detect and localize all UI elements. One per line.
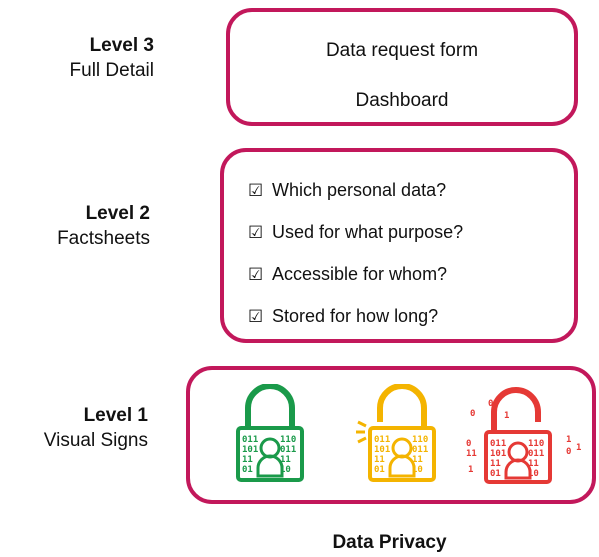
data-request-form-item: Data request form bbox=[325, 40, 479, 61]
level-3-name: Full Detail bbox=[69, 59, 154, 81]
level-2-label: Level 2 Factsheets bbox=[57, 202, 150, 251]
svg-text:110: 110 bbox=[528, 439, 544, 449]
svg-text:1: 1 bbox=[566, 435, 571, 445]
svg-text:01: 01 bbox=[374, 465, 385, 475]
svg-text:110: 110 bbox=[412, 435, 428, 445]
checklist-item-label: Used for what purpose? bbox=[272, 222, 464, 242]
svg-text:11: 11 bbox=[374, 455, 385, 465]
checkbox-checked-icon: ☑ bbox=[248, 265, 264, 285]
checklist-item: ☑ Accessible for whom? bbox=[248, 264, 447, 285]
checkbox-checked-icon: ☑ bbox=[248, 223, 264, 243]
svg-text:101: 101 bbox=[490, 449, 506, 459]
svg-text:011: 011 bbox=[280, 445, 296, 455]
svg-text:0: 0 bbox=[470, 409, 475, 419]
checklist-item: ☑ Which personal data? bbox=[248, 180, 446, 201]
svg-text:01: 01 bbox=[242, 465, 253, 475]
svg-text:011: 011 bbox=[412, 445, 428, 455]
svg-text:01: 01 bbox=[490, 469, 501, 479]
level-1-name: Visual Signs bbox=[43, 429, 148, 451]
svg-text:011: 011 bbox=[374, 435, 390, 445]
level-3-box: Data request form Dashboard bbox=[226, 8, 578, 126]
level-2-number: Level 2 bbox=[85, 203, 150, 224]
svg-text:11: 11 bbox=[280, 455, 291, 465]
svg-text:10: 10 bbox=[528, 469, 539, 479]
level-3-number: Level 3 bbox=[89, 35, 154, 56]
checkbox-checked-icon: ☑ bbox=[248, 181, 264, 201]
svg-text:101: 101 bbox=[242, 445, 258, 455]
svg-text:101: 101 bbox=[374, 445, 390, 455]
checkbox-checked-icon: ☑ bbox=[248, 307, 264, 327]
diagram-title: Data Privacy bbox=[332, 532, 447, 553]
open-padlock-icon: 0 0 1 0 11 1 1 1 0 011 101 11 01 110 011… bbox=[466, 387, 581, 484]
level-3-label: Level 3 Full Detail bbox=[70, 34, 154, 83]
svg-text:11: 11 bbox=[412, 455, 423, 465]
level-2-name: Factsheets bbox=[57, 227, 150, 249]
svg-text:0: 0 bbox=[488, 399, 493, 409]
checklist-item-label: Which personal data? bbox=[272, 180, 447, 200]
svg-text:0: 0 bbox=[566, 447, 571, 457]
checklist-item-label: Accessible for whom? bbox=[272, 264, 448, 284]
level-2-box: ☑ Which personal data? ☑ Used for what pur… bbox=[220, 148, 578, 343]
svg-text:1: 1 bbox=[504, 411, 509, 421]
level-1-box: 011 101 11 01 110 011 11 10 011 101 11 0… bbox=[186, 366, 596, 504]
svg-text:110: 110 bbox=[280, 435, 296, 445]
svg-text:11: 11 bbox=[490, 459, 501, 469]
svg-text:11: 11 bbox=[466, 449, 477, 459]
level-1-label: Level 1 Visual Signs bbox=[44, 404, 148, 453]
svg-text:011: 011 bbox=[528, 449, 544, 459]
svg-text:1: 1 bbox=[576, 443, 581, 453]
checklist-item: ☑ Stored for how long? bbox=[248, 306, 438, 327]
level-1-number: Level 1 bbox=[83, 405, 148, 426]
svg-text:011: 011 bbox=[490, 439, 506, 449]
svg-text:1: 1 bbox=[468, 465, 473, 475]
svg-text:10: 10 bbox=[412, 465, 423, 475]
dashboard-item: Dashboard bbox=[355, 90, 449, 111]
unlocking-padlock-icon: 011 101 11 01 110 011 11 10 bbox=[356, 384, 436, 482]
svg-text:011: 011 bbox=[242, 435, 258, 445]
checklist-item: ☑ Used for what purpose? bbox=[248, 222, 463, 243]
svg-text:10: 10 bbox=[280, 465, 291, 475]
svg-text:11: 11 bbox=[528, 459, 539, 469]
locked-padlock-icon: 011 101 11 01 110 011 11 10 bbox=[236, 384, 304, 482]
checklist-item-label: Stored for how long? bbox=[272, 306, 439, 326]
svg-text:0: 0 bbox=[466, 439, 471, 449]
svg-text:11: 11 bbox=[242, 455, 253, 465]
